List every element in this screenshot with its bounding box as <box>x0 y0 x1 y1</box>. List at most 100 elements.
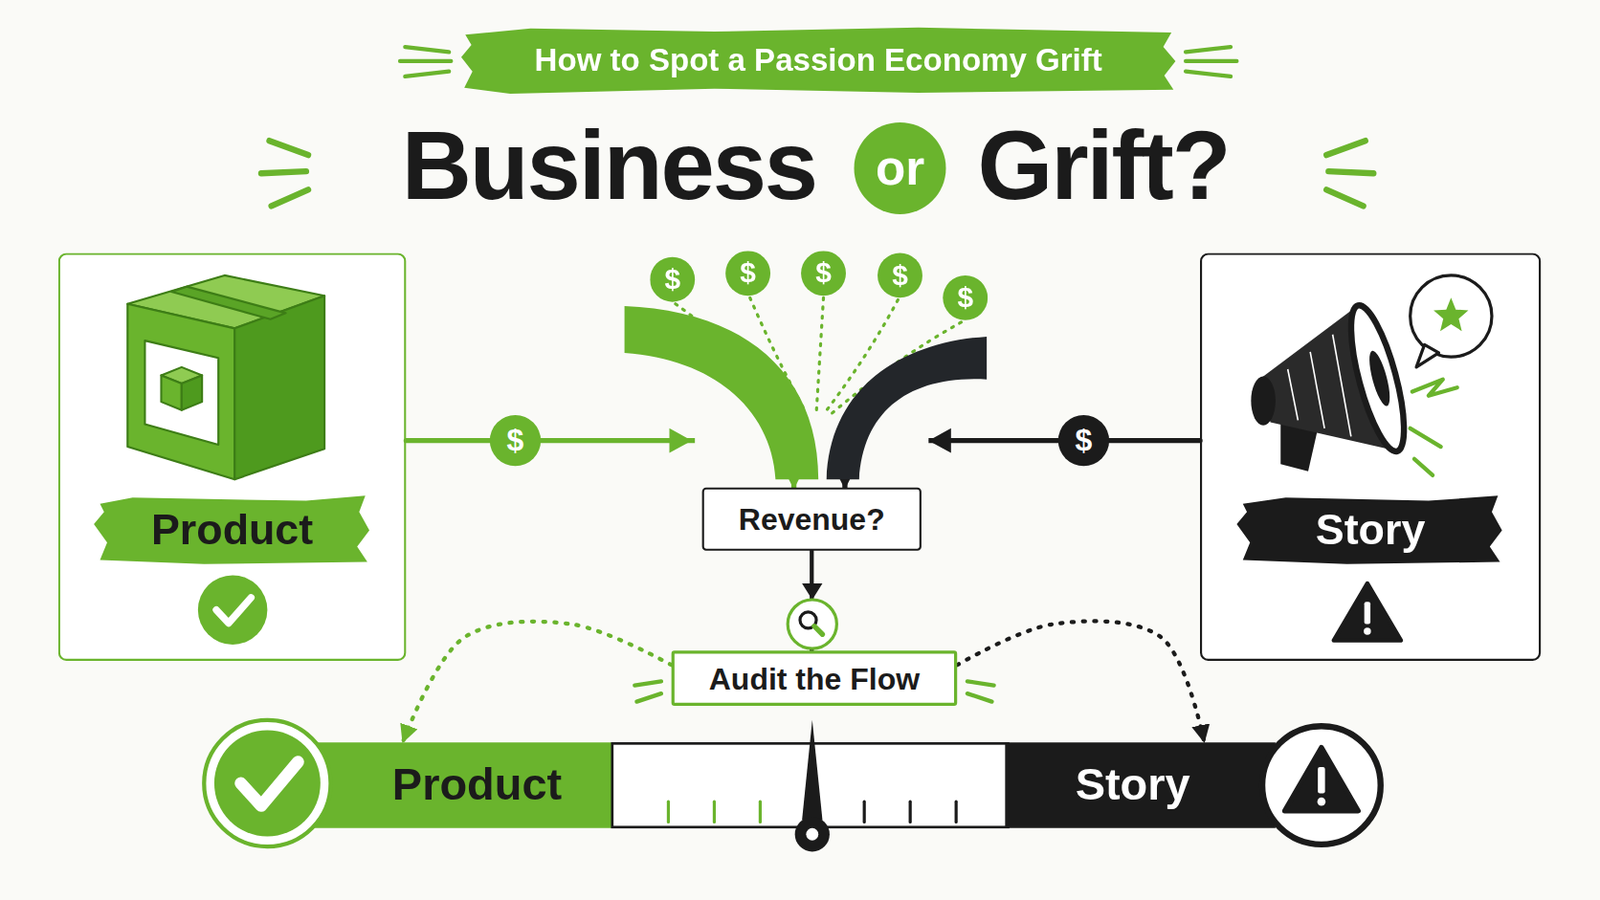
node-label: or <box>875 141 925 196</box>
gauge-product-segment: Product <box>341 741 613 828</box>
revenue-box: Revenue? <box>702 488 922 552</box>
bolt <box>1414 459 1433 476</box>
magnifier-handle <box>814 626 823 636</box>
product-brush <box>93 495 370 564</box>
coin-symbol: $ <box>739 257 756 290</box>
coin-badge: $ <box>800 250 846 296</box>
tick <box>1185 59 1237 64</box>
coin-badge: $ <box>877 252 923 298</box>
node-label: Story <box>1315 504 1425 557</box>
tick <box>634 681 662 686</box>
coin-symbol: $ <box>956 281 974 314</box>
burst <box>271 189 309 206</box>
warning-triangle <box>1333 583 1401 642</box>
star <box>1433 297 1468 332</box>
tick <box>758 801 762 823</box>
burst <box>269 140 310 156</box>
check-circle <box>198 575 268 645</box>
tick <box>404 46 449 52</box>
funnel-dark-arm <box>826 336 987 480</box>
coin-badge: $ <box>649 257 695 303</box>
tick <box>909 801 912 823</box>
node-label: Story <box>1075 759 1191 810</box>
tick <box>863 801 867 823</box>
burst <box>1326 140 1366 156</box>
product-box-icon <box>127 275 325 480</box>
title-holder: How to Spot a Passion Economy Grift <box>461 28 1176 92</box>
box-label <box>144 340 219 445</box>
bolt <box>1410 428 1442 447</box>
exclamation <box>1363 627 1371 635</box>
gauge-check-ring <box>203 720 331 847</box>
story-panel: Story <box>1200 252 1541 662</box>
hatch <box>1310 352 1325 429</box>
panel-ground <box>1200 252 1541 662</box>
money-badge: $ <box>489 415 541 467</box>
flow-gap <box>863 430 929 451</box>
tick <box>1185 46 1231 52</box>
money-symbol: $ <box>1075 422 1093 459</box>
box-side <box>234 295 325 480</box>
label-holder: Business <box>336 96 817 235</box>
box-tape <box>171 287 286 320</box>
node-label: Audit the Flow <box>709 662 920 696</box>
sound-bolts <box>1410 379 1458 476</box>
tick <box>404 71 449 77</box>
speech-bubble <box>1410 275 1492 357</box>
warning-badge <box>1333 583 1401 642</box>
money-symbol: $ <box>507 422 525 459</box>
needle-hub <box>805 828 819 842</box>
mini-cube <box>160 375 181 410</box>
hatch <box>1333 334 1352 438</box>
megaphone-inner <box>1365 349 1395 409</box>
tick <box>400 59 451 64</box>
bolt <box>1412 379 1458 397</box>
coin-badge: $ <box>942 275 988 321</box>
money-badge: $ <box>1058 415 1110 467</box>
gauge-green <box>306 742 613 829</box>
exclamation <box>1317 767 1325 795</box>
gauge-black <box>1004 742 1276 829</box>
bubble-tail <box>1416 344 1439 367</box>
tick <box>636 693 662 703</box>
funnel-green-arm <box>624 306 820 480</box>
magnifier-ring <box>787 600 837 649</box>
warning-triangle <box>1285 748 1359 812</box>
title-text: How to Spot a Passion Economy Grift <box>534 42 1103 79</box>
or-circle: or <box>854 122 947 215</box>
node-label: Product <box>151 504 313 557</box>
tick <box>666 801 670 823</box>
audit-box: Audit the Flow <box>671 650 958 707</box>
arrowhead <box>669 428 692 454</box>
needle-hub <box>795 817 830 852</box>
tick <box>712 801 716 823</box>
megaphone-hatch <box>1288 334 1352 438</box>
box-front <box>127 304 235 480</box>
title-brush <box>461 27 1176 94</box>
flow-connector <box>956 621 1204 742</box>
check-mark <box>241 762 299 807</box>
burst <box>1326 189 1363 206</box>
gauge-check-circle <box>214 730 321 837</box>
label-holder: Grift? <box>977 96 1315 235</box>
megaphone-cap <box>1250 376 1276 425</box>
exclamation <box>1317 798 1327 807</box>
burst <box>1328 171 1374 174</box>
tick <box>967 693 993 703</box>
gauge-needle <box>801 720 823 822</box>
title-brush <box>400 27 1237 94</box>
trail <box>816 297 823 413</box>
arrowhead <box>928 428 951 454</box>
tick <box>967 681 995 686</box>
product-panel: Product <box>58 252 407 662</box>
headline-word: Business <box>401 110 817 222</box>
panel-ground <box>58 252 407 662</box>
arrowhead <box>801 583 823 600</box>
check-badge <box>198 575 268 645</box>
mini-cube <box>181 375 202 410</box>
megaphone-bell <box>1340 300 1416 456</box>
gauge-warning-ring <box>1262 726 1381 845</box>
tick <box>1185 71 1231 77</box>
